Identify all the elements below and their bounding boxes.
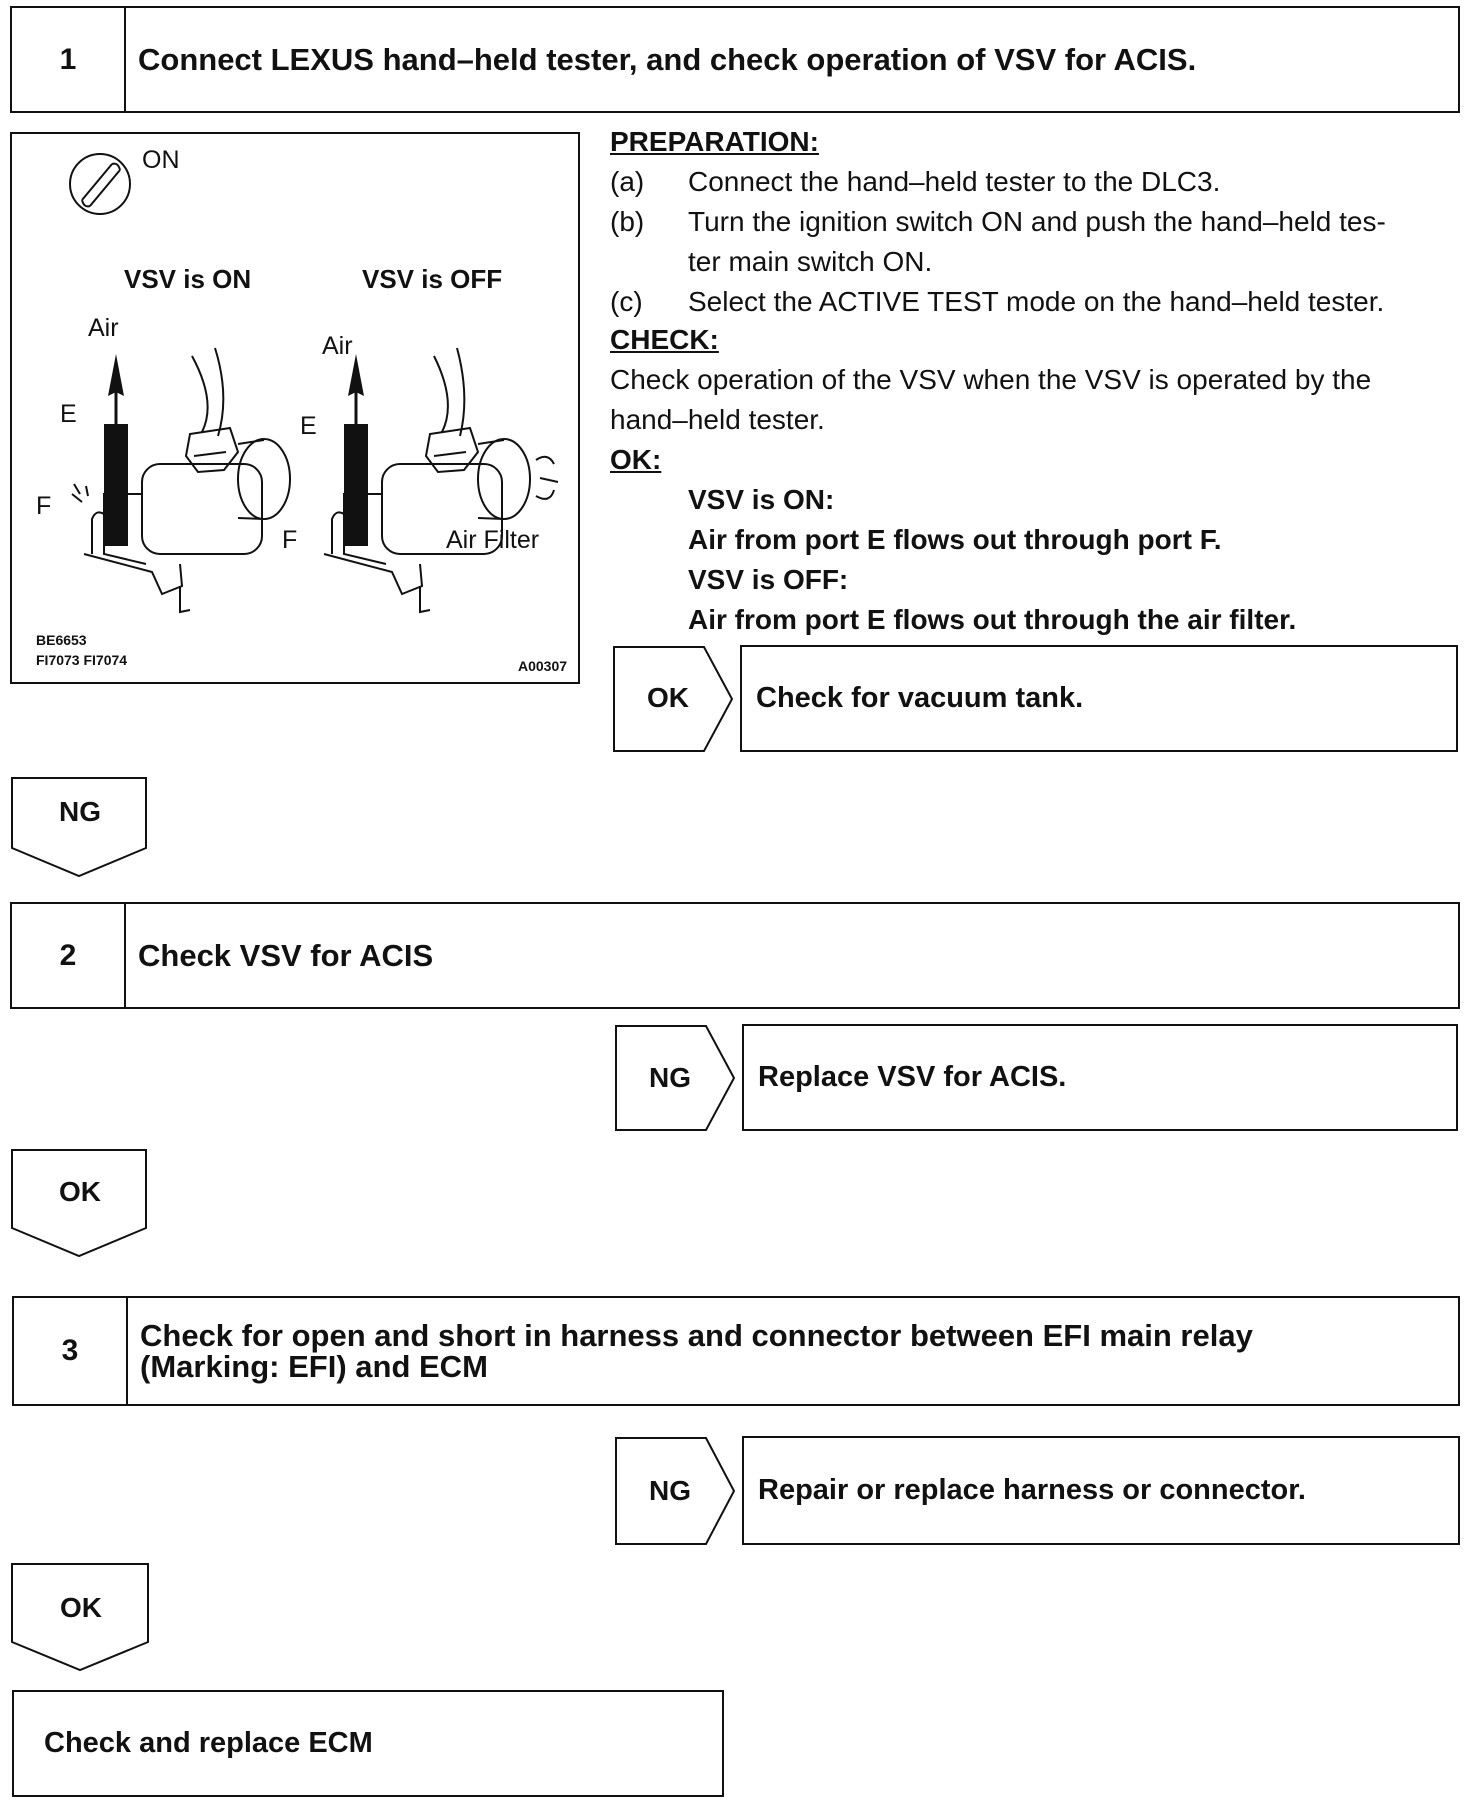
step-1-number: 1 [12,8,126,111]
air-label-left: Air [88,314,119,342]
port-f-right-label: F [282,526,298,554]
step-3-ng-action: Repair or replace harness or connector. [758,1474,1306,1506]
port-e-pipe-left [104,354,128,546]
step-1-ng-label: NG [59,796,101,827]
port-e-left-label: E [60,400,77,428]
final-action: Check and replace ECM [44,1727,373,1759]
step-1-ok-label: OK [647,682,689,713]
step-1-box: 1 Connect LEXUS hand–held tester, and ch… [10,6,1460,113]
ok-heading: OK: [610,444,662,475]
prep-item-b-text-2: ter main switch ON. [688,246,933,277]
ok-line-1: VSV is ON: [688,484,835,515]
step-1-title: Connect LEXUS hand–held tester, and chec… [138,42,1197,77]
prep-item-a-text: Connect the hand–held tester to the DLC3… [688,166,1221,197]
step-1-ng-arrow [11,777,147,878]
ignition-on-label: ON [142,146,180,174]
step-2-ok-label: OK [59,1176,101,1207]
figure-code-3: A00307 [518,658,568,674]
step-3-ng-action-box: Repair or replace harness or connector. [742,1436,1460,1545]
preparation-heading: PREPARATION: [610,126,819,157]
step-3-ok-label: OK [60,1592,102,1623]
step-2-ng-arrow [615,1025,736,1131]
prep-item-c-marker: (c) [610,286,643,317]
check-heading: CHECK: [610,324,719,355]
ok-line-3: VSV is OFF: [688,564,849,595]
air-filter-label: Air Filter [446,526,540,554]
step-3-ng-arrow [615,1437,736,1545]
vsv-on-drawing [71,347,291,614]
vsv-on-label: VSV is ON [124,264,252,294]
port-e-pipe-right [344,354,368,546]
step-1-ok-arrow [613,646,734,752]
step-2-ng-label: NG [649,1062,691,1093]
port-f-left-label: F [36,492,52,520]
step-3-title: Check for open and short in harness and … [140,1318,1253,1384]
vsv-illustration [69,153,559,614]
step-2-number: 2 [12,904,126,1007]
step-3-ok-arrow [11,1563,149,1672]
check-text-1: Check operation of the VSV when the VSV … [610,364,1372,395]
vsv-off-label: VSV is OFF [362,264,503,294]
prep-item-b-text-1: Turn the ignition switch ON and push the… [688,206,1386,237]
prep-item-a-marker: (a) [610,166,645,197]
step-2-title: Check VSV for ACIS [138,938,434,973]
air-label-right: Air [322,332,353,360]
step-3-ng-label: NG [649,1475,691,1506]
step-1-ok-action-box: Check for vacuum tank. [740,645,1458,752]
step-2-ng-action: Replace VSV for ACIS. [758,1061,1067,1093]
final-action-box: Check and replace ECM [12,1690,724,1797]
check-text-2: hand–held tester. [610,404,825,435]
instructions: PREPARATION: (a) Connect the hand–held t… [610,126,1460,636]
vsv-figure: ON VSV is ON VSV is OFF Air Air E E F F … [10,132,580,684]
ok-line-2: Air from port E flows out through port F… [688,524,1222,555]
ok-line-4: Air from port E flows out through the ai… [688,604,1297,635]
step-1-ok-action: Check for vacuum tank. [756,682,1084,714]
step-3-box: 3 Check for open and short in harness an… [12,1296,1460,1406]
step-2-ng-action-box: Replace VSV for ACIS. [742,1024,1458,1131]
step-2-ok-arrow [11,1149,147,1258]
step-2-box: 2 Check VSV for ACIS [10,902,1460,1009]
step-3-number: 3 [14,1298,128,1404]
port-e-right-label: E [300,412,317,440]
prep-item-b-marker: (b) [610,206,645,237]
prep-item-c-text: Select the ACTIVE TEST mode on the hand–… [688,286,1385,317]
figure-code-2: FI7073 FI7074 [36,652,128,668]
ignition-key-icon [69,153,131,215]
figure-code-1: BE6653 [36,632,87,648]
